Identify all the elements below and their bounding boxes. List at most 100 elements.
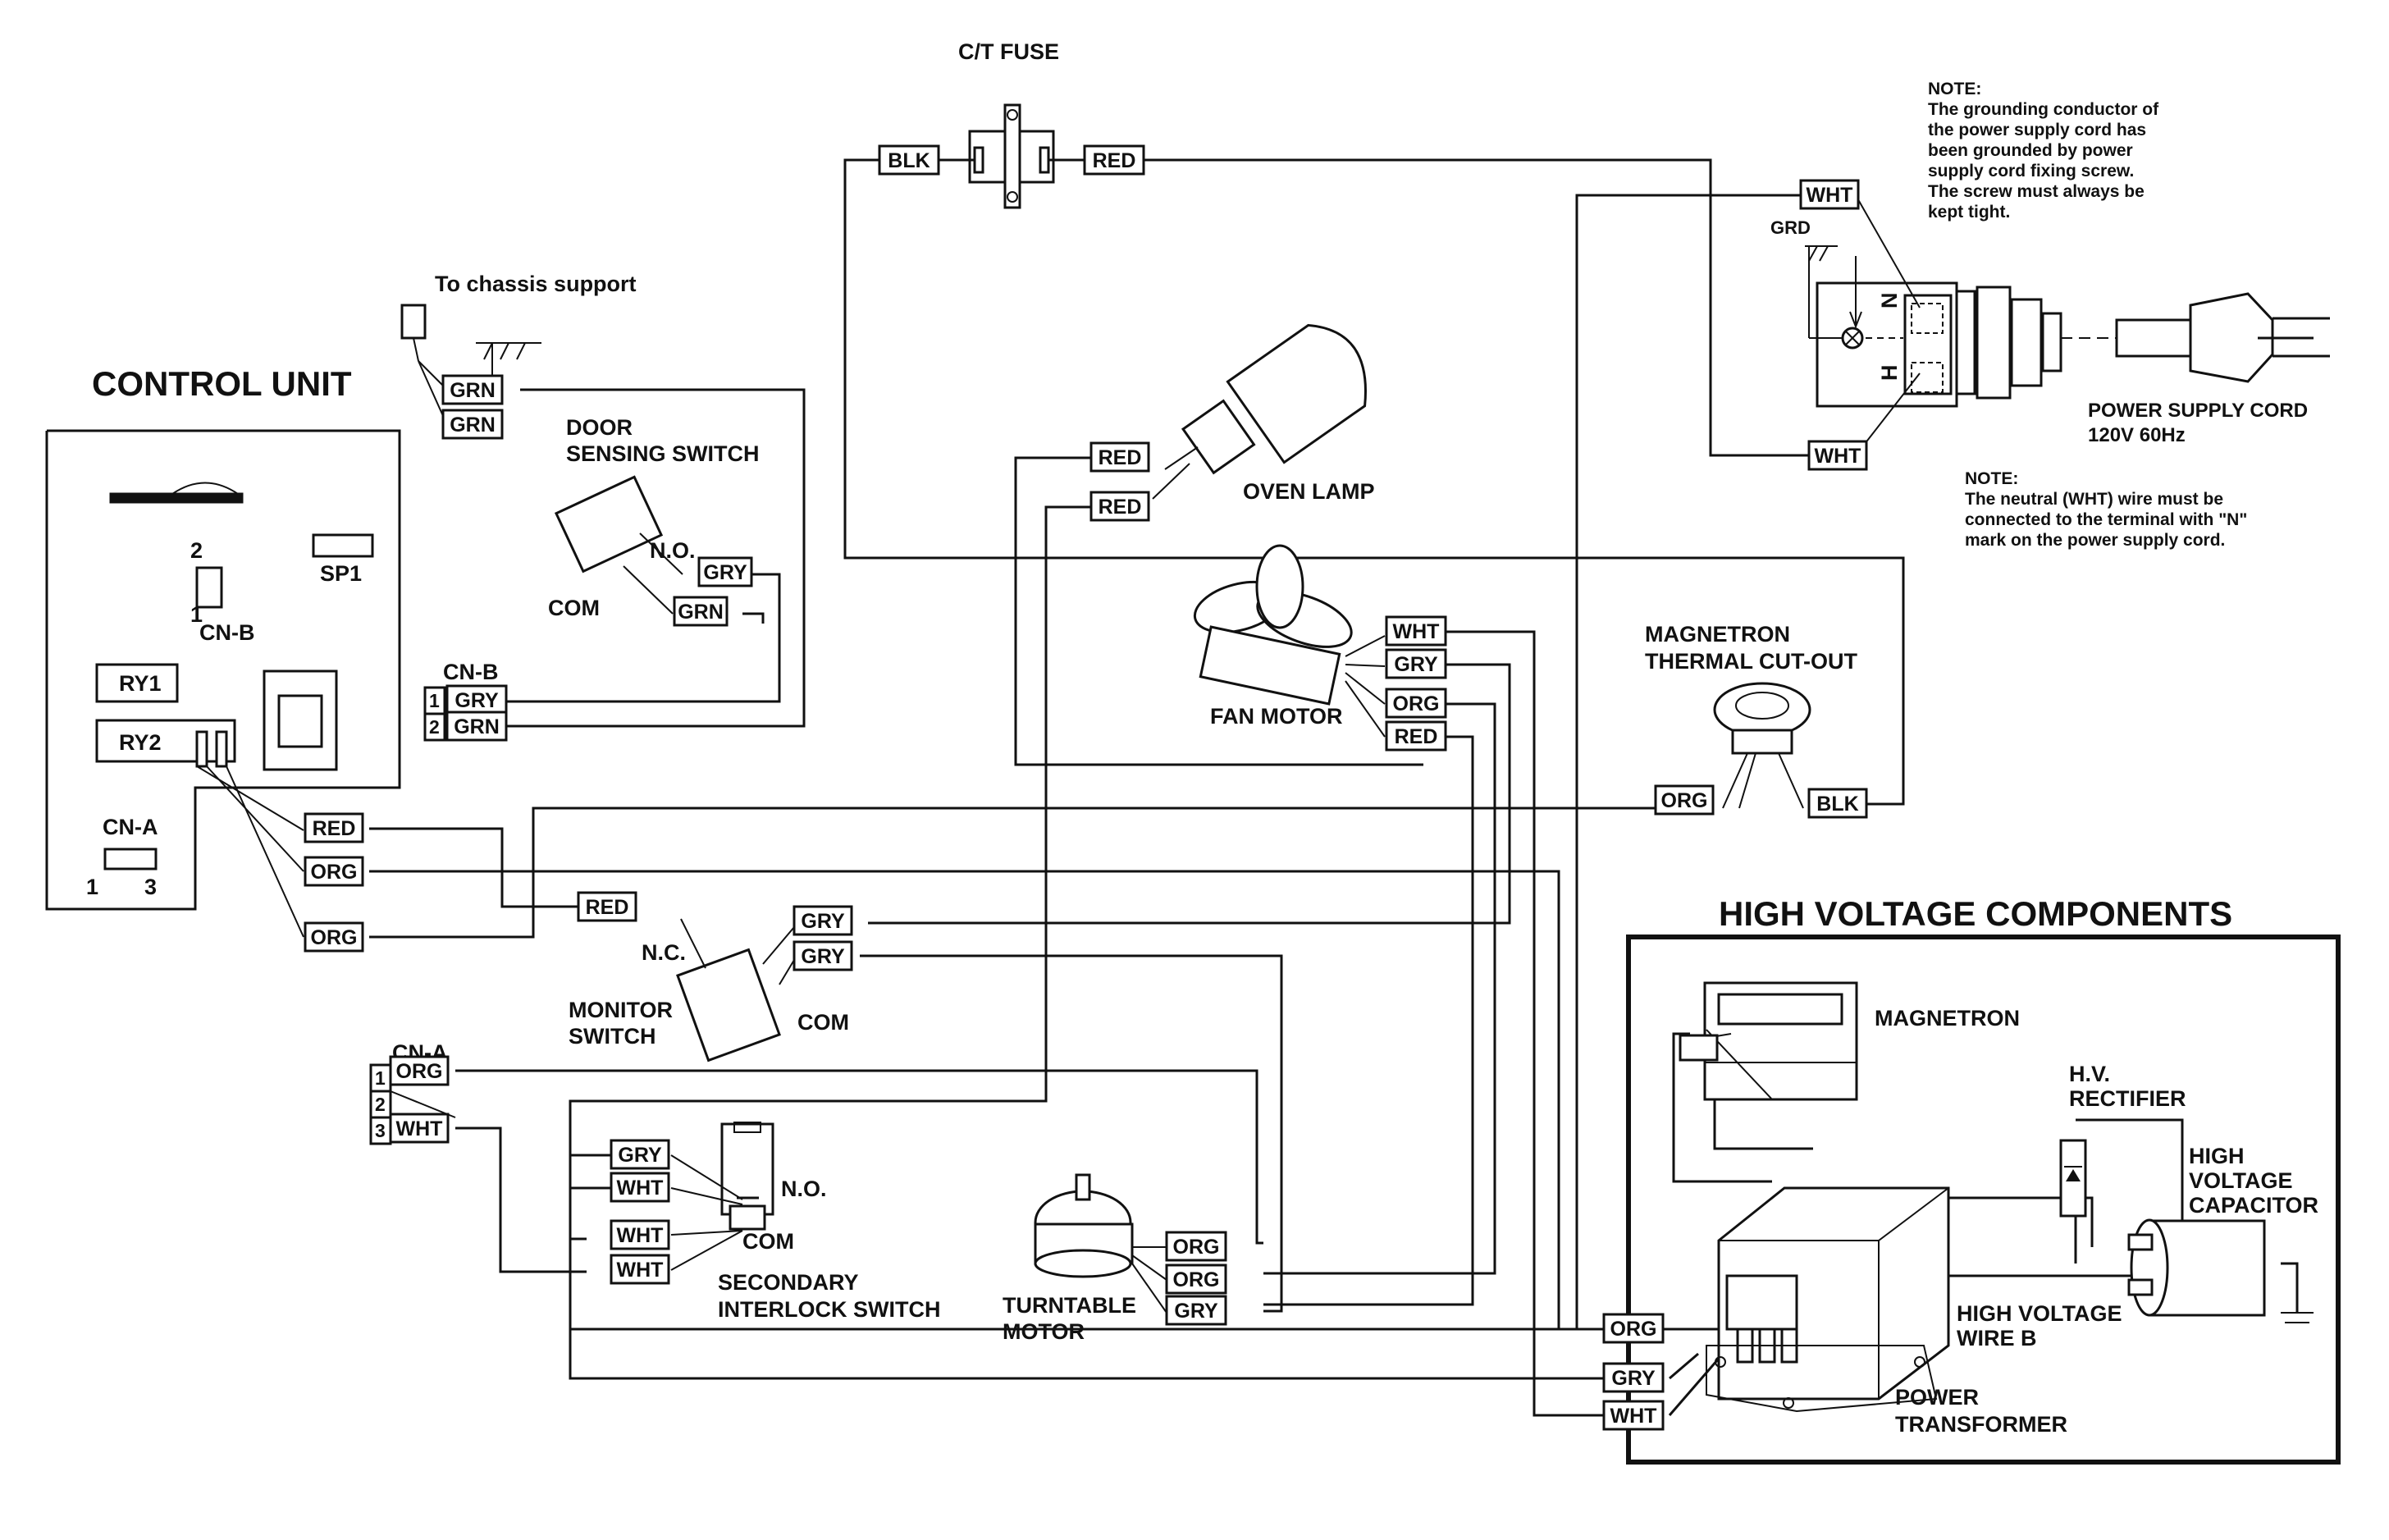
chassis-ground — [400, 304, 541, 426]
wire-tag-box — [1089, 491, 1150, 522]
wire-tag-box — [1083, 144, 1145, 176]
wire-tag: WHT — [1799, 179, 1860, 210]
wire-tag: GRN — [441, 409, 504, 440]
note-grounding: NOTE: The grounding conductor of the pow… — [1928, 80, 2159, 222]
ct-fuse — [939, 103, 1085, 209]
sp1-label: SP1 — [320, 561, 362, 586]
wire-tag-box — [1385, 648, 1447, 679]
wire-tag-box — [445, 711, 508, 742]
cnb-pin-1: 1 — [190, 602, 203, 627]
wire-tag-box — [793, 940, 853, 971]
oven-lamp — [1152, 323, 1367, 500]
wire-tag-label: WHT — [396, 1117, 443, 1140]
door-switch-com: COM — [548, 596, 600, 620]
wire-tag: GRY — [793, 905, 853, 936]
wire-tag-label: WHT — [1807, 184, 1853, 207]
wire-tag-label: ORG — [1173, 1236, 1220, 1259]
wire-tag: ORG — [1165, 1231, 1227, 1262]
wire-tag: RED — [1385, 720, 1447, 752]
wire-tag-label: WHT — [1610, 1405, 1657, 1428]
wire-tag: GRY — [1165, 1295, 1227, 1326]
wire-tag-box — [441, 409, 504, 440]
secondary-label-1: SECONDARY — [718, 1270, 859, 1295]
wire-tag: ORG — [1654, 784, 1715, 816]
wire-tag-label: GRN — [454, 715, 500, 738]
capacitor-label-2: VOLTAGE — [2189, 1168, 2293, 1193]
wire-tag-label: GRY — [455, 689, 499, 712]
wire-tag: RED — [1089, 491, 1150, 522]
wire-tag-label: GRN — [450, 414, 496, 436]
wire-tag-box — [1807, 788, 1868, 819]
wire-tag-box — [1165, 1295, 1227, 1326]
wire-tag-label: ORG — [311, 926, 358, 949]
wire-tag-box — [304, 921, 364, 953]
wire-tag-box — [1385, 615, 1447, 647]
wire-tag: BLK — [1807, 788, 1868, 819]
wire-tag-label: RED — [1395, 725, 1438, 748]
wire-tag: ORG — [1165, 1264, 1227, 1295]
wire-tag-box — [1165, 1231, 1227, 1262]
wire-tag-box — [1654, 784, 1715, 816]
capacitor-label-1: HIGH — [2189, 1144, 2245, 1168]
magnetron-label: MAGNETRON — [1875, 1006, 2020, 1030]
connector-cnb: CN-B 1 2 — [423, 660, 499, 742]
wire-tag-box — [697, 556, 753, 587]
wire-tag: WHT — [610, 1254, 670, 1285]
wire-tag-box — [610, 1172, 670, 1203]
monitor-switch — [676, 918, 795, 1062]
wire-tag-label: GRY — [1174, 1300, 1218, 1323]
secondary-no: N.O. — [781, 1177, 827, 1201]
wire-tag-box — [610, 1139, 670, 1170]
wire-tag: GRN — [673, 596, 729, 627]
pt-label-1: POWER — [1895, 1385, 1979, 1410]
rectifier-label-2: RECTIFIER — [2069, 1086, 2186, 1111]
wire-tag-box — [441, 374, 504, 405]
mag-cutout-label-2: THERMAL CUT-OUT — [1645, 649, 1857, 674]
wire-tag: WHT — [1385, 615, 1447, 647]
wire-tag-label: ORG — [1173, 1268, 1220, 1291]
wire-tag: GRN — [441, 374, 504, 405]
wire-tag-box — [610, 1219, 670, 1250]
wire-tag: RED — [577, 891, 637, 922]
wire-tag-label: RED — [313, 817, 356, 840]
wire-tag: GRN — [445, 711, 508, 742]
wire-tag-box — [1165, 1264, 1227, 1295]
control-unit-title: CONTROL UNIT — [92, 364, 352, 403]
note2-line: The neutral (WHT) wire must be — [1965, 490, 2223, 509]
wire-tag: WHT — [610, 1172, 670, 1203]
wire-tag-box — [445, 684, 508, 715]
wire-tag-label: ORG — [1610, 1318, 1657, 1341]
wire-tag-label: GRY — [618, 1144, 662, 1167]
wire-tag-box — [389, 1055, 450, 1086]
wire-tag: RED — [304, 812, 364, 843]
wire-tag-box — [1799, 179, 1860, 210]
rectifier-label-1: H.V. — [2069, 1062, 2110, 1086]
wire-tag: ORG — [389, 1055, 450, 1086]
cna-board-label: CN-A — [103, 815, 158, 839]
wire-tag-label: ORG — [1661, 789, 1708, 812]
door-switch-label-2: SENSING SWITCH — [566, 441, 760, 466]
note1-line: supply cord fixing screw. — [1928, 162, 2134, 181]
monitor-label-1: MONITOR — [569, 998, 673, 1022]
wire-tag-label: RED — [586, 896, 629, 919]
control-unit — [45, 429, 401, 938]
wire-tag: BLK — [878, 144, 940, 176]
door-switch-no: N.O. — [650, 538, 696, 563]
hv-capacitor — [2127, 1218, 2266, 1317]
pt-label-2: TRANSFORMER — [1895, 1412, 2067, 1437]
wire-tag: GRY — [610, 1139, 670, 1170]
wire-tag-label: GRN — [678, 601, 724, 624]
wire-tag-box — [304, 856, 364, 887]
cord-label-2: 120V 60Hz — [2088, 424, 2186, 446]
monitor-nc: N.C. — [642, 940, 686, 965]
wire-tag-label: ORG — [396, 1060, 443, 1083]
wire-tag-label: RED — [1093, 149, 1136, 172]
note2-line: mark on the power supply cord. — [1965, 531, 2225, 550]
note1-line: The screw must always be — [1928, 182, 2145, 201]
high-voltage-box — [1626, 935, 2341, 1465]
note1-line: the power supply cord has — [1928, 121, 2146, 139]
wire-tags: BLK RED WHT RED GRN GRN GRY GRN GRY GRN RED WHT WHT G… — [304, 144, 1868, 1431]
wire-tag: GRY — [793, 940, 853, 971]
wire-tag-label: ORG — [311, 861, 358, 884]
wire-tag: ORG — [1385, 688, 1447, 719]
